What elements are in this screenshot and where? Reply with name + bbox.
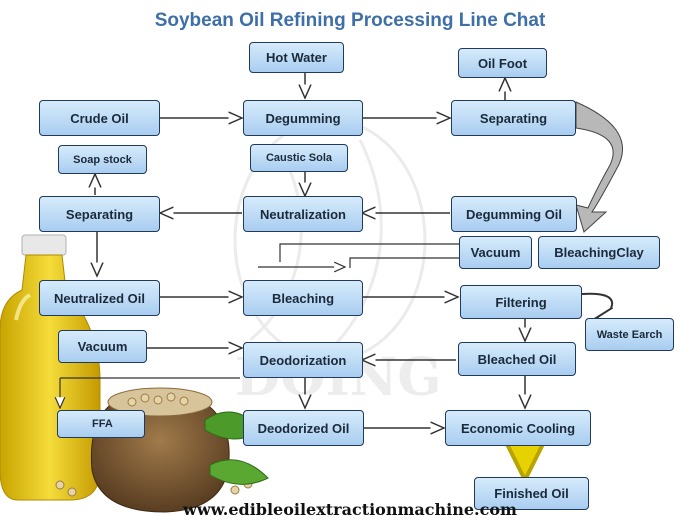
crude-oil-box: Crude Oil [39,100,160,136]
curved-arrow [575,101,624,233]
oil-foot-box: Oil Foot [458,48,547,78]
caustic-sola-box: Caustic Sola [250,144,348,172]
waste-earch-box: Waste Earch [585,318,674,351]
deodorization-box: Deodorization [243,342,363,378]
separating-box-2: Separating [39,196,160,232]
vacuum-box-1: Vacuum [459,236,532,269]
filtering-box: Filtering [460,285,582,319]
economic-cooling-box: Economic Cooling [445,410,591,446]
finished-oil-box: Finished Oil [474,477,589,510]
separating-box-1: Separating [451,100,576,136]
bleaching-clay-box: BleachingClay [538,236,660,269]
deodorized-oil-box: Deodorized Oil [243,410,364,446]
vacuum-box-2: Vacuum [58,330,147,363]
hot-water-box: Hot Water [249,42,344,73]
degumming-oil-box: Degumming Oil [451,196,577,232]
neutralized-oil-box: Neutralized Oil [39,280,160,316]
degumming-box: Degumming [243,100,363,136]
neutralization-box: Neutralization [243,196,363,232]
website-footer: www.edibleoilextractionmachine.com [183,500,517,519]
soap-stock-box: Soap stock [58,145,147,174]
oil-bottle-image [0,234,101,501]
diagram-title: Soybean Oil Refining Processing Line Cha… [154,10,546,31]
bleached-oil-box: Bleached Oil [458,342,576,376]
ffa-box: FFA [57,410,145,438]
bleaching-box: Bleaching [243,280,363,316]
